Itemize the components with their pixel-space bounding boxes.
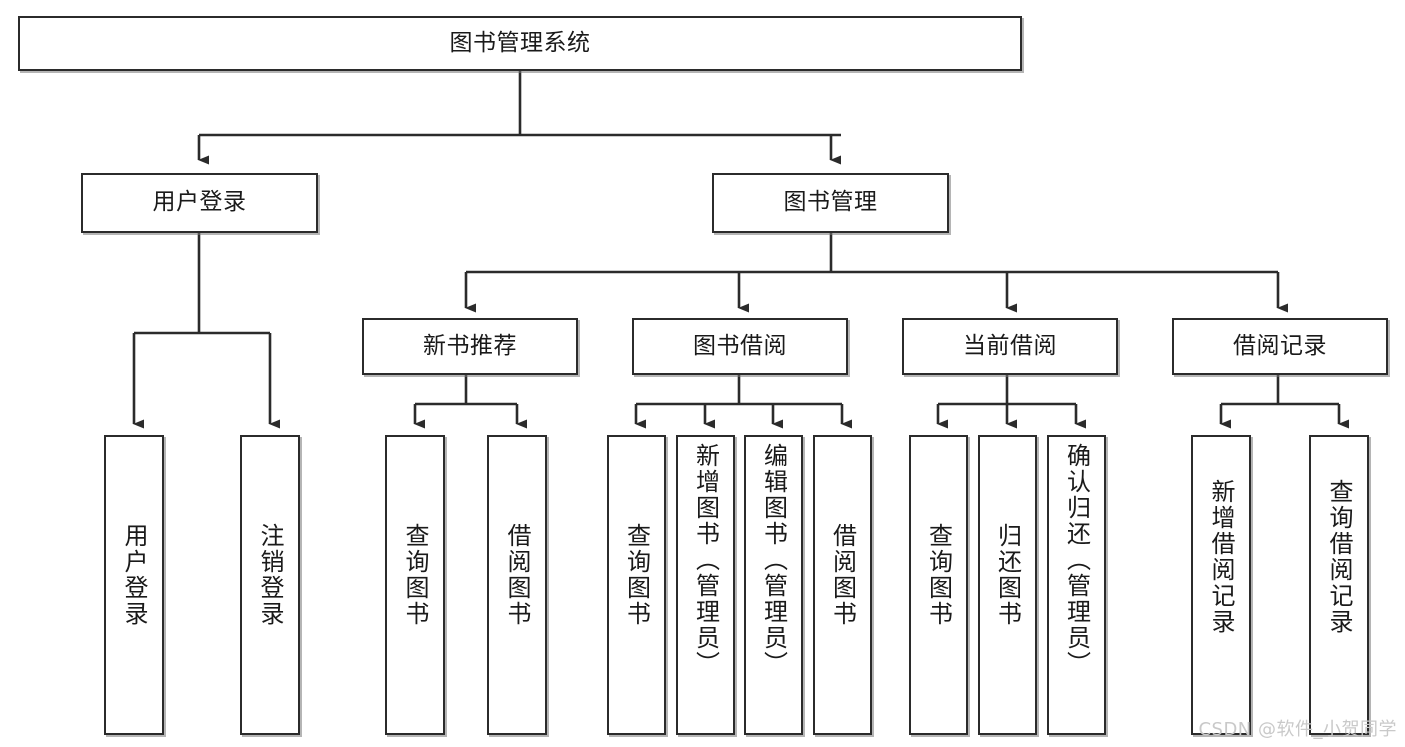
node-label: 当前借阅 <box>963 332 1057 359</box>
node-label: 新书推荐 <box>423 332 517 359</box>
node-label: 注销登录 <box>256 523 284 627</box>
node-label: 查询图书 <box>924 523 953 627</box>
node-label: 查询图书 <box>622 523 651 627</box>
node-new-book-recommend[interactable]: 新书推荐 <box>362 318 578 375</box>
node-label: 借阅记录 <box>1233 332 1327 359</box>
node-borrow-record[interactable]: 借阅记录 <box>1172 318 1388 375</box>
node-label: 用户登录 <box>152 189 247 216</box>
leaf-book-borrow-add-book-admin[interactable]: 新增图书（管理员） <box>676 435 735 735</box>
node-book-borrow[interactable]: 图书借阅 <box>632 318 848 375</box>
node-user-login[interactable]: 用户登录 <box>81 173 318 233</box>
leaf-user-login-logout[interactable]: 注销登录 <box>240 435 300 735</box>
leaf-new-book-query-book[interactable]: 查询图书 <box>385 435 445 735</box>
leaf-book-borrow-edit-book-admin[interactable]: 编辑图书（管理员） <box>744 435 803 735</box>
node-label: 借阅图书 <box>503 523 531 627</box>
node-label: 新增图书（管理员） <box>691 443 720 677</box>
leaf-borrow-record-add-record[interactable]: 新增借阅记录 <box>1191 435 1251 735</box>
node-label: 用户登录 <box>120 523 148 627</box>
leaf-new-book-borrow-book[interactable]: 借阅图书 <box>487 435 547 735</box>
leaf-current-borrow-query-book[interactable]: 查询图书 <box>909 435 968 735</box>
leaf-current-borrow-return-book[interactable]: 归还图书 <box>978 435 1037 735</box>
node-label: 查询图书 <box>401 523 429 627</box>
node-root-book-management-system[interactable]: 图书管理系统 <box>18 16 1022 71</box>
leaf-book-borrow-query-book[interactable]: 查询图书 <box>607 435 666 735</box>
leaf-user-login-login[interactable]: 用户登录 <box>104 435 164 735</box>
leaf-current-borrow-confirm-return-admin[interactable]: 确认归还（管理员） <box>1047 435 1106 735</box>
node-label: 借阅图书 <box>828 523 857 627</box>
csdn-watermark: CSDN @软件_小贺同学 <box>1198 719 1397 740</box>
node-current-borrow[interactable]: 当前借阅 <box>902 318 1118 375</box>
node-label: 图书借阅 <box>693 332 787 359</box>
node-book-management[interactable]: 图书管理 <box>712 173 949 233</box>
node-label: 编辑图书（管理员） <box>759 443 788 677</box>
leaf-book-borrow-borrow-book[interactable]: 借阅图书 <box>813 435 872 735</box>
node-label: 新增借阅记录 <box>1207 479 1235 635</box>
node-label: 确认归还（管理员） <box>1062 443 1091 677</box>
node-label: 归还图书 <box>993 523 1022 627</box>
node-label: 图书管理 <box>783 189 878 216</box>
leaf-borrow-record-query-record[interactable]: 查询借阅记录 <box>1309 435 1369 735</box>
node-label: 查询借阅记录 <box>1325 479 1353 635</box>
node-label: 图书管理系统 <box>449 29 591 56</box>
